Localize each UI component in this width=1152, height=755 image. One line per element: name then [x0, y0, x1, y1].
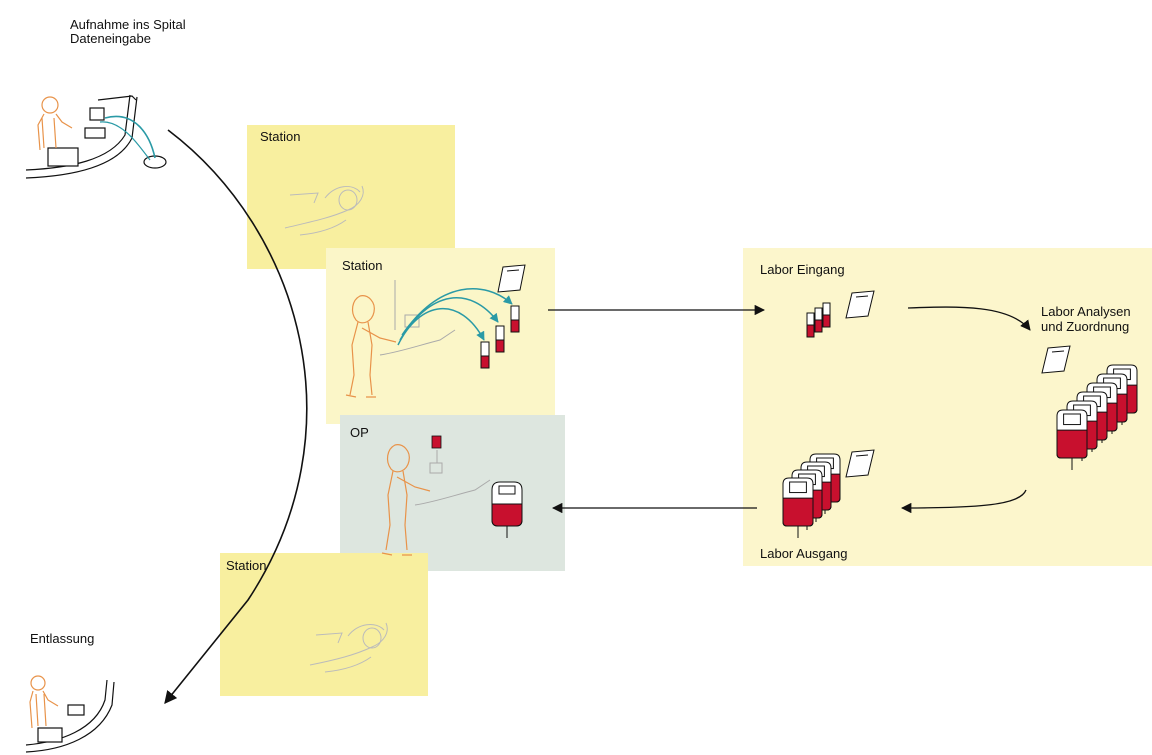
discharge-clerk-figure: [29, 675, 59, 729]
patient-bed-op: [414, 450, 491, 506]
station-3-label: Station: [226, 558, 267, 573]
lab-form-icon-in: [845, 290, 875, 319]
admission-title: Aufnahme ins Spital: [70, 17, 186, 32]
op-label: OP: [350, 425, 369, 440]
patient-in-bed-sketch-3: [309, 622, 388, 673]
arrow-lab-in-to-analysis: [907, 306, 1031, 331]
blood-bag-stack-analysis: [1056, 364, 1138, 470]
blood-bag: [782, 477, 814, 538]
patient-in-bed-sketch-1: [284, 185, 364, 236]
discharge-desk-icon: [25, 679, 115, 753]
blood-bag: [1056, 409, 1088, 470]
station-1-label: Station: [260, 129, 301, 144]
lab-analysis-label-1: Labor Analysen: [1041, 304, 1131, 319]
arrow-analysis-to-lab-out: [900, 489, 1027, 514]
station-2-label: Station: [342, 258, 383, 273]
lab-form-icon-out: [845, 449, 875, 478]
lab-analysis-label-2: und Zuordnung: [1041, 319, 1130, 334]
lab-form-icon-station: [497, 264, 526, 293]
nurse-figure-op: [381, 444, 431, 556]
blood-bag-stack-lab-out: [782, 453, 841, 538]
discharge-label: Entlassung: [30, 631, 95, 646]
admission-subtitle: Dateneingabe: [70, 31, 151, 46]
blood-bag-op: [491, 481, 523, 538]
lab-in-label: Labor Eingang: [760, 262, 845, 277]
blood-tubes-station: [480, 305, 520, 369]
blood-tubes-lab-in: [806, 302, 831, 338]
blood-draw-lines: [397, 287, 513, 346]
drip-bag-small: [431, 435, 442, 449]
station-panel-1: [247, 125, 455, 269]
admission-desk-icon: [25, 94, 167, 179]
patient-pathway-curve: [164, 129, 308, 704]
admission-clerk-figure: [37, 96, 73, 151]
lab-out-label: Labor Ausgang: [760, 546, 848, 561]
op-panel: [340, 415, 565, 571]
lab-form-icon-analysis: [1041, 345, 1071, 374]
station-panel-3: [220, 553, 428, 696]
patient-bed-station-2: [379, 280, 456, 356]
nurse-figure-station: [345, 295, 397, 398]
